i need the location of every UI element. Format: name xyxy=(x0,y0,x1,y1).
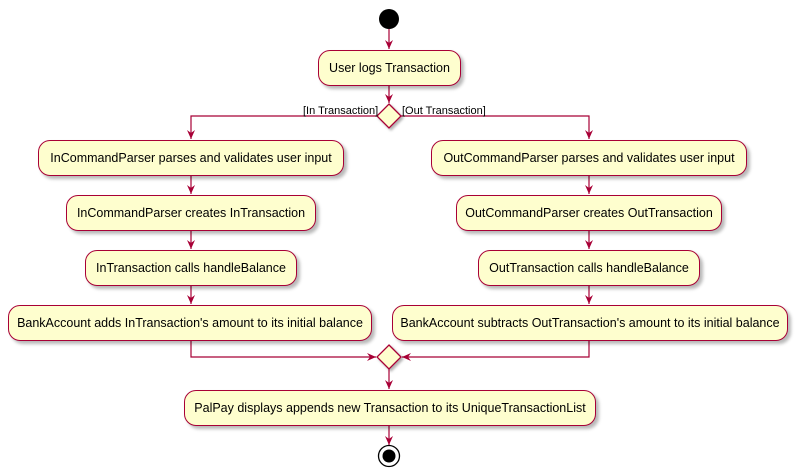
activity-out-parse: OutCommandParser parses and validates us… xyxy=(431,140,747,176)
activity-out-create: OutCommandParser creates OutTransaction xyxy=(456,195,722,231)
branch-in-arrow xyxy=(187,115,377,139)
decision-diamond xyxy=(376,103,402,129)
merge-out-arrow xyxy=(402,341,590,361)
activity-out-bank-account: BankAccount subtracts OutTransaction's a… xyxy=(392,305,788,341)
in-transaction-guard: [In Transaction] xyxy=(303,105,379,117)
out-transaction-guard: [Out Transaction] xyxy=(402,105,486,117)
merge-diamond xyxy=(376,344,402,370)
start-node xyxy=(379,9,399,29)
activity-out-handle-balance: OutTransaction calls handleBalance xyxy=(478,250,700,286)
activity-in-handle-balance: InTransaction calls handleBalance xyxy=(85,250,297,286)
activity-start: User logs Transaction xyxy=(318,50,461,86)
activity-in-bank-account: BankAccount adds InTransaction's amount … xyxy=(8,305,372,341)
end-node-inner xyxy=(382,449,396,463)
branch-out-arrow xyxy=(401,115,593,139)
activity-final: PalPay displays appends new Transaction … xyxy=(184,390,596,426)
activity-in-parse: InCommandParser parses and validates use… xyxy=(38,140,344,176)
activity-in-create: InCommandParser creates InTransaction xyxy=(66,195,316,231)
merge-in-arrow xyxy=(190,341,376,361)
